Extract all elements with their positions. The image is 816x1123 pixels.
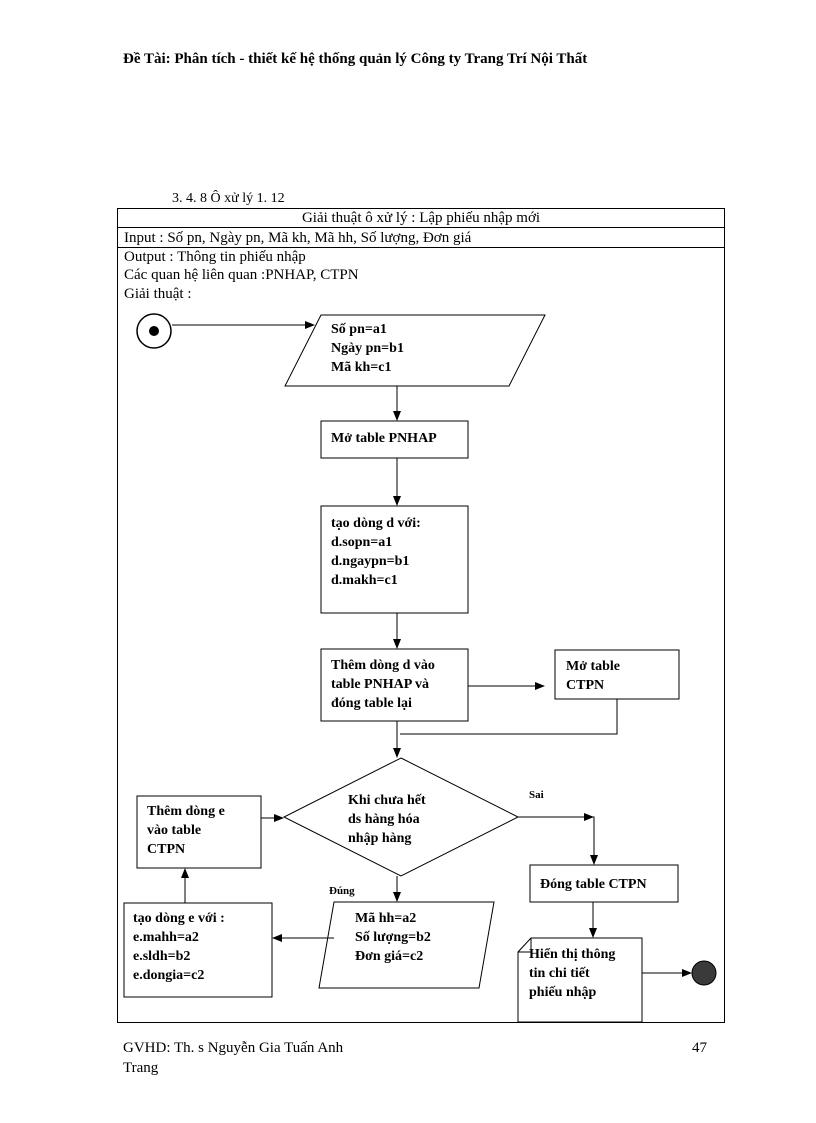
input-shape-2 <box>318 901 495 989</box>
open-pnhap-text: Mở table PNHAP <box>331 431 437 446</box>
input-shape-1 <box>284 314 546 387</box>
table-title: Giải thuật ô xử lý : Lập phiếu nhập mới <box>117 208 725 228</box>
open-pnhap-box <box>320 420 469 459</box>
label-true: Đúng <box>329 885 355 897</box>
close-ctpn-text: Đóng table CTPN <box>540 877 647 892</box>
input-1-line-1: Số pn=a1 <box>331 322 387 337</box>
page-number: 47 <box>692 1040 707 1056</box>
table-input-row: Input : Số pn, Ngày pn, Mã kh, Mã hh, Số… <box>117 228 725 248</box>
close-ctpn-box <box>529 864 679 903</box>
section-label: 3. 4. 8 Ô xử lý 1. 12 <box>172 191 285 206</box>
input-1-line-2: Ngày pn=b1 <box>331 341 404 356</box>
input-1-text: Số pn=a1 Ngày pn=b1 Mã kh=c1 <box>331 322 407 375</box>
create-row-e-text: tạo dòng e với : e.mahh=a2 e.sldh=b2 e.d… <box>133 911 228 983</box>
display-document <box>517 937 643 1023</box>
page-header: Đề Tài: Phân tích - thiết kế hệ thống qu… <box>123 51 588 67</box>
add-row-d-text: Thêm dòng d vào table PNHAP và đóng tabl… <box>331 658 438 711</box>
footer-trang: Trang <box>123 1060 159 1076</box>
footer-advisor: GVHD: Th. s Nguyễn Gia Tuấn Anh <box>123 1040 344 1056</box>
open-ctpn-text: Mở table CTPN <box>566 659 624 693</box>
connectors <box>172 321 692 977</box>
create-row-d-box <box>320 505 469 614</box>
input-1-line-3: Mã kh=c1 <box>331 360 391 375</box>
input-2-text: Mã hh=a2 Số lượng=b2 Đơn giá=c2 <box>355 911 434 964</box>
add-row-e-text: Thêm dòng e vào table CTPN <box>147 804 228 857</box>
decision-diamond <box>282 757 520 877</box>
display-text: Hiển thị thông tin chi tiết phiếu nhập <box>529 947 619 1000</box>
label-false: Sai <box>529 789 544 801</box>
algorithm-table <box>117 208 725 1023</box>
add-row-d-box <box>320 648 469 722</box>
create-row-e-box <box>123 902 273 998</box>
decision-text: Khi chưa hết ds hàng hóa nhập hàng <box>348 793 429 846</box>
end-node <box>691 960 717 986</box>
start-node <box>136 313 172 349</box>
create-row-d-text: tạo dòng d với: d.sopn=a1 d.ngaypn=b1 d.… <box>331 516 424 588</box>
add-row-e-box <box>136 795 262 869</box>
algorithm-label: Giải thuật : <box>124 286 192 302</box>
table-relations: Các quan hệ liên quan :PNHAP, CTPN <box>124 267 359 283</box>
table-output: Output : Thông tin phiếu nhập <box>124 249 306 265</box>
